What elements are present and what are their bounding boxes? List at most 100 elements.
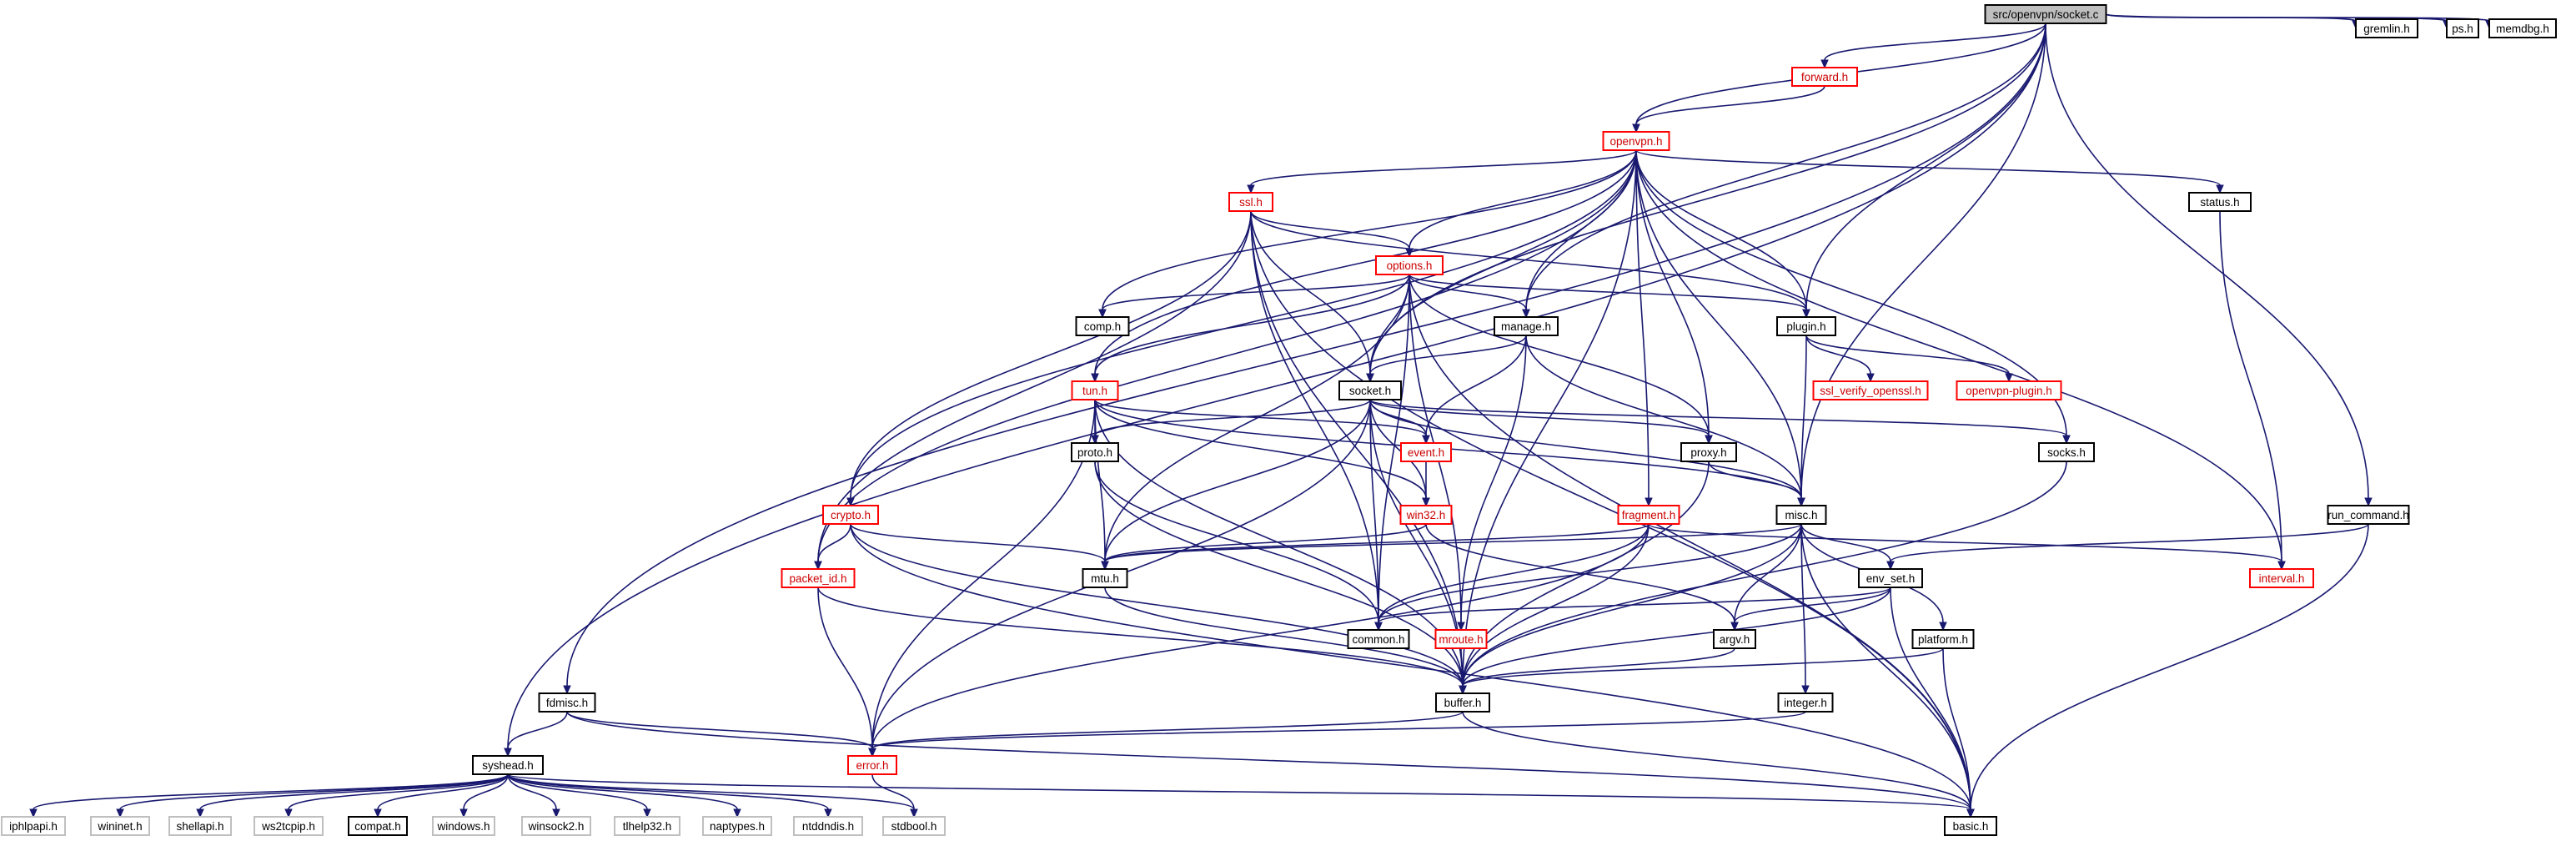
edge-syshead_h-to-compat_h <box>377 773 509 810</box>
edge-arrowhead-syshead_h-to-naptypes_h <box>733 808 741 818</box>
node-env-set-h[interactable]: env_set.h <box>1858 568 1923 588</box>
node-label: basic.h <box>1953 820 1989 833</box>
node-box <box>2446 18 2479 38</box>
edge-socket_c-to-manage_h <box>1525 23 2046 310</box>
edge-arrowhead-misc_h-to-platform_h <box>1939 622 1947 632</box>
node-buffer-h[interactable]: buffer.h <box>1435 692 1490 713</box>
edge-openvpn_h-to-fragment_h <box>1635 149 1650 499</box>
edge-arrowhead-manage_h-to-socket_h <box>1366 373 1374 383</box>
node-memdbg-h[interactable]: memdbg.h <box>2488 18 2557 38</box>
edge-socket_c-to-syshead_h <box>507 23 2046 749</box>
node-box <box>1494 316 1559 336</box>
node-compat-h[interactable]: compat.h <box>348 816 408 836</box>
node-interval-h[interactable]: interval.h <box>2249 568 2314 588</box>
edge-crypto_h-to-buffer_h <box>850 523 1464 687</box>
edge-ssl_h-to-plugin_h <box>1250 210 1807 310</box>
node-basic-h[interactable]: basic.h <box>1944 816 1997 836</box>
node-error-h[interactable]: error.h <box>847 755 897 775</box>
node-socks-h[interactable]: socks.h <box>2038 442 2095 462</box>
node-proto-h[interactable]: proto.h <box>1071 442 1119 462</box>
node-box <box>1400 442 1452 462</box>
node-plugin-h[interactable]: plugin.h <box>1776 316 1836 336</box>
node-box <box>2327 505 2410 525</box>
edge-arrowhead-openvpn_h-to-fragment_h <box>1645 497 1653 507</box>
node-label: ws2tcpip.h <box>261 820 315 833</box>
node-label: stdbool.h <box>891 820 937 833</box>
edge-ssl_h-to-basic_h <box>1250 210 1971 810</box>
edge-socket_h-to-misc_h <box>1369 399 1802 499</box>
node-platform-h[interactable]: platform.h <box>1911 629 1975 649</box>
edge-arrowhead-options_h-to-tun_h <box>1091 373 1099 383</box>
node-status-h[interactable]: status.h <box>2188 192 2252 212</box>
node-label: event.h <box>1408 446 1444 459</box>
node-box <box>1071 380 1119 400</box>
edge-forward_h-to-openvpn_h <box>1635 85 1825 125</box>
edge-arrowhead-socket_h-to-socks_h <box>2062 435 2071 445</box>
edge-arrowhead-fragment_h-to-interval_h <box>2277 561 2286 571</box>
node-mtu-h[interactable]: mtu.h <box>1082 568 1128 588</box>
node-winsock2-h: winsock2.h <box>521 816 591 836</box>
node-label: tlhelp32.h <box>623 820 672 833</box>
node-ssl-verify-openssl-h[interactable]: ssl_verify_openssl.h <box>1812 380 1929 400</box>
node-label: interval.h <box>2259 572 2305 585</box>
node-win32-h[interactable]: win32.h <box>1399 505 1453 525</box>
node-fragment-h[interactable]: fragment.h <box>1617 505 1680 525</box>
node-label: plugin.h <box>1786 320 1825 333</box>
node-label: shellapi.h <box>176 820 223 833</box>
edge-openvpn_h-to-misc_h <box>1635 149 1802 499</box>
node-label: socket.h <box>1349 385 1391 397</box>
node-label: manage.h <box>1501 320 1551 333</box>
node-tun-h[interactable]: tun.h <box>1071 380 1119 400</box>
node-proxy-h[interactable]: proxy.h <box>1680 442 1737 462</box>
node-label: argv.h <box>1720 633 1750 646</box>
node-common-h[interactable]: common.h <box>1347 629 1410 649</box>
node-box <box>614 816 680 836</box>
node-options-h[interactable]: options.h <box>1375 255 1444 275</box>
node-openvpn-plugin-h[interactable]: openvpn-plugin.h <box>1956 380 2062 400</box>
node-integer-h[interactable]: integer.h <box>1777 692 1834 713</box>
node-argv-h[interactable]: argv.h <box>1713 629 1756 649</box>
node-iphlpapi-h: iphlpapi.h <box>1 816 66 836</box>
node-socket-c[interactable]: src/openvpn/socket.c <box>1984 4 2107 24</box>
node-mroute-h[interactable]: mroute.h <box>1434 629 1488 649</box>
node-crypto-h[interactable]: crypto.h <box>822 505 879 525</box>
node-label: integer.h <box>1784 697 1827 709</box>
edge-ssl_h-to-crypto_h <box>850 210 1252 499</box>
node-gremlin-h[interactable]: gremlin.h <box>2355 18 2418 38</box>
node-event-h[interactable]: event.h <box>1400 442 1452 462</box>
node-socket-h[interactable]: socket.h <box>1338 380 1402 400</box>
edge-openvpn_h-to-ssl_h <box>1250 149 1637 186</box>
edge-env_set_h-to-argv_h <box>1734 587 1891 623</box>
edge-socket_c-to-socket_h <box>1369 23 2046 375</box>
node-label: error.h <box>856 759 888 772</box>
edge-misc_h-to-integer_h <box>1800 523 1806 687</box>
node-fdmisc-h[interactable]: fdmisc.h <box>538 692 596 713</box>
edge-plugin_h-to-ssl_verify_openssl_h <box>1805 335 1871 375</box>
node-box <box>1071 442 1119 462</box>
node-manage-h[interactable]: manage.h <box>1494 316 1559 336</box>
edge-manage_h-to-event_h <box>1425 335 1527 436</box>
node-box <box>2249 568 2314 588</box>
node-label: gremlin.h <box>2363 23 2410 35</box>
node-ws2tcpip-h: ws2tcpip.h <box>254 816 324 836</box>
node-run-command-h[interactable]: run_command.h <box>2327 505 2410 525</box>
node-openvpn-h[interactable]: openvpn.h <box>1602 131 1670 151</box>
edge-socket_h-to-win32_h <box>1369 399 1427 499</box>
edge-env_set_h-to-common_h <box>1378 587 1891 623</box>
node-box <box>2488 18 2557 38</box>
edge-platform_h-to-basic_h <box>1942 647 1971 810</box>
node-naptypes-h: naptypes.h <box>702 816 772 836</box>
edge-ssl_h-to-options_h <box>1250 210 1410 249</box>
node-ssl-h[interactable]: ssl.h <box>1228 192 1273 212</box>
node-syshead-h[interactable]: syshead.h <box>472 755 544 775</box>
node-ps-h[interactable]: ps.h <box>2446 18 2479 38</box>
node-comp-h[interactable]: comp.h <box>1075 316 1130 336</box>
node-box <box>1434 629 1488 649</box>
node-forward-h[interactable]: forward.h <box>1791 67 1858 87</box>
edge-options_h-to-tun_h <box>1094 274 1410 375</box>
edge-manage_h-to-mroute_h <box>1460 335 1527 623</box>
node-misc-h[interactable]: misc.h <box>1775 505 1827 525</box>
edge-arrowhead-syshead_h-to-shellapi_h <box>196 808 204 818</box>
node-packet-id-h[interactable]: packet_id.h <box>781 568 856 588</box>
edge-arrowhead-options_h-to-comp_h <box>1098 309 1107 319</box>
